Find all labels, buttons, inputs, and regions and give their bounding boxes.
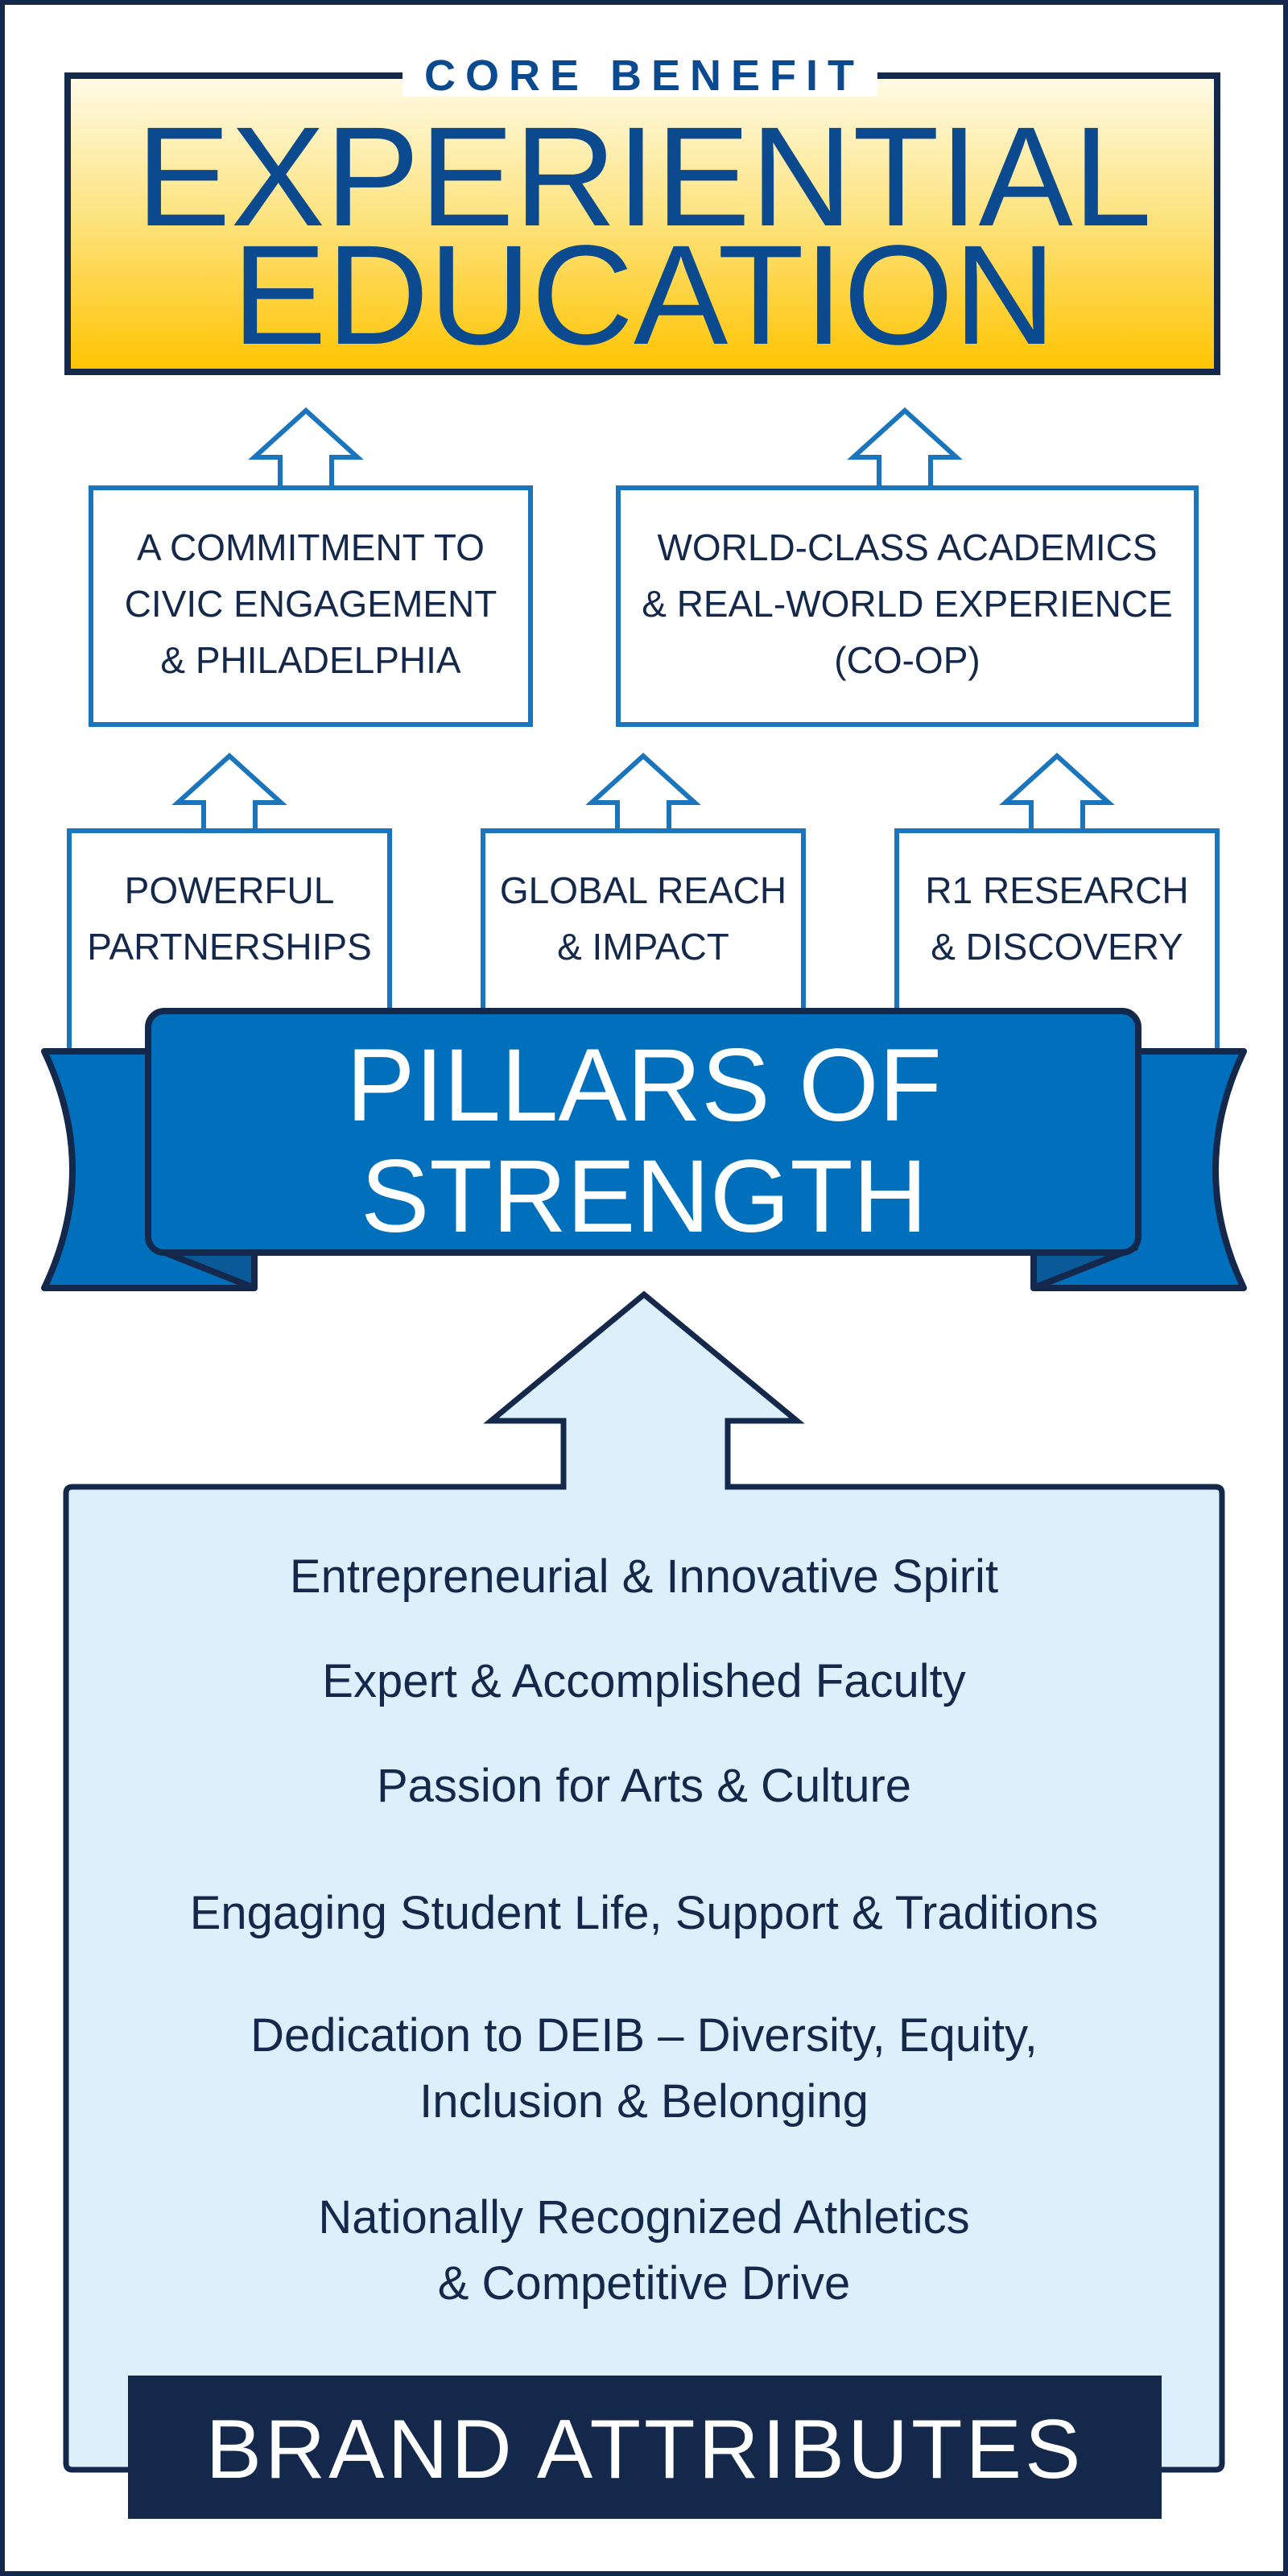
- brand-attributes-box: Entrepreneurial & Innovative SpiritExper…: [63, 1290, 1225, 2519]
- upper-box-academics: WORLD-CLASS ACADEMICS & REAL-WORLD EXPER…: [616, 485, 1199, 727]
- brand-attributes-label: BRAND ATTRIBUTES: [206, 2403, 1084, 2496]
- core-title-line-2: EDUCATION: [232, 217, 1055, 374]
- pillar-text: PARTNERSHIPS: [87, 926, 372, 968]
- attribute-item: Passion for Arts & Culture: [377, 1760, 911, 1812]
- pillar-text: & IMPACT: [557, 926, 729, 968]
- pillar-text: & DISCOVERY: [931, 926, 1183, 968]
- attribute-item: & Competitive Drive: [438, 2257, 850, 2310]
- up-arrow-icon: [999, 752, 1115, 833]
- pillar-text: POWERFUL: [125, 869, 335, 911]
- core-benefit-label: CORE BENEFIT: [424, 52, 864, 100]
- box-text: A COMMITMENT TO: [137, 526, 485, 568]
- up-arrow-icon: [847, 407, 963, 490]
- pillar-partnerships: POWERFUL PARTNERSHIPS: [67, 828, 392, 1091]
- attribute-item: Expert & Accomplished Faculty: [322, 1655, 965, 1707]
- pillar-text: GLOBAL REACH: [500, 869, 786, 911]
- box-text: & REAL-WORLD EXPERIENCE: [642, 583, 1172, 625]
- core-title-line-1: EXPERIENTIAL: [136, 98, 1152, 256]
- box-text: CIVIC ENGAGEMENT: [125, 583, 497, 625]
- attribute-item: Inclusion & Belonging: [419, 2075, 869, 2128]
- big-up-arrow: [63, 1290, 1225, 2473]
- core-benefit-box: CORE BENEFIT EXPERIENTIAL EDUCATION: [64, 52, 1220, 375]
- brand-attributes-bar: [128, 2376, 1162, 2519]
- attribute-item: Entrepreneurial & Innovative Spirit: [290, 1550, 998, 1603]
- attribute-item: Dedication to DEIB – Diversity, Equity,: [250, 2009, 1038, 2062]
- box-text: & PHILADELPHIA: [160, 639, 461, 681]
- up-arrow-icon: [171, 752, 287, 833]
- up-arrow-icon: [585, 752, 701, 833]
- upper-box-civic: A COMMITMENT TO CIVIC ENGAGEMENT & PHILA…: [89, 485, 533, 727]
- banner-line-2: STRENGTH: [361, 1139, 927, 1254]
- attribute-item: Nationally Recognized Athletics: [318, 2191, 969, 2244]
- pillar-text: R1 RESEARCH: [925, 869, 1188, 911]
- box-text: WORLD-CLASS ACADEMICS: [657, 526, 1157, 568]
- attribute-item: Engaging Student Life, Support & Traditi…: [190, 1887, 1099, 1939]
- up-arrow-icon: [248, 407, 364, 490]
- box-text: (CO-OP): [834, 639, 980, 681]
- pillars-banner: PILLARS OF STRENGTH: [41, 1008, 1247, 1291]
- banner-line-1: PILLARS OF: [346, 1028, 942, 1143]
